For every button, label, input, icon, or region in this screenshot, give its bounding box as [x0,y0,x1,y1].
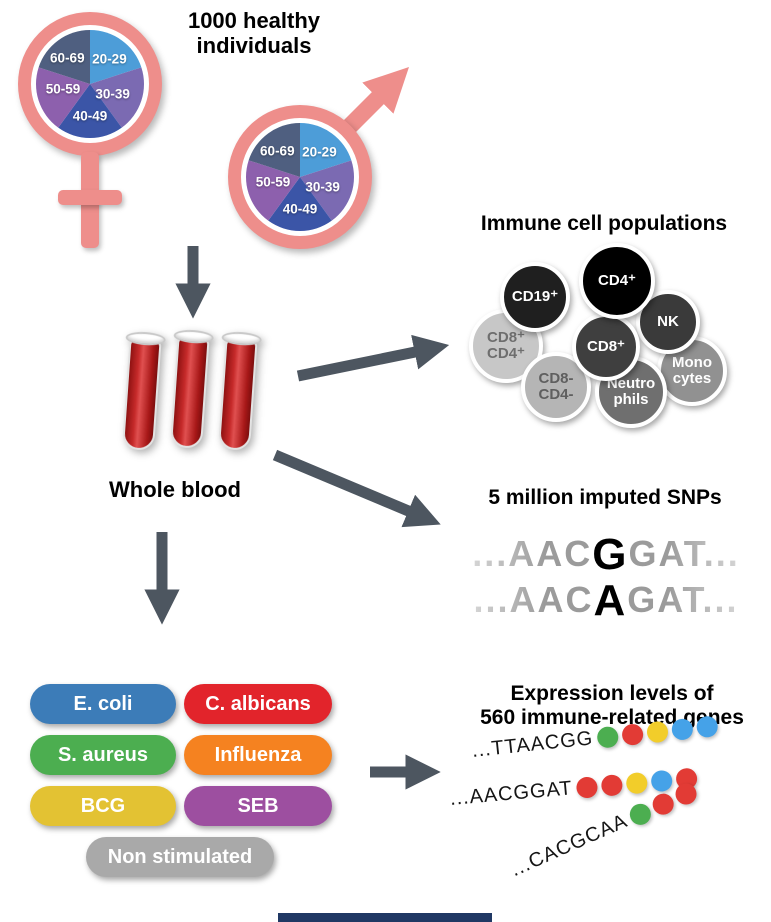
snp-variant-allele: G [592,530,629,579]
female-age-pie-chart [36,30,144,138]
snp-sequence-a: ...AACAGAT... [436,576,771,626]
stimulus-label: C. albicans [205,692,311,715]
snp-prefix: ...AAC [473,579,594,620]
cell-label: CD19⁺ [511,288,559,306]
stimulus-label: E. coli [73,692,133,715]
blood-tube [121,330,167,451]
age-label-60-69: 60-69 [260,143,295,159]
stimulus-bcg: BCG [30,786,176,826]
age-label-20-29: 20-29 [92,51,127,67]
stimulus-c-albicans: C. albicans [184,684,332,724]
snps-title: 5 million imputed SNPs [488,486,722,509]
cohort-title: 1000 healthy individuals [187,8,321,59]
stimulus-label: Non stimulated [107,845,253,868]
pie-slice-40-49 [58,84,122,138]
cell-label: CD8⁺ CD4⁺ [487,329,525,362]
blood-tube-body [121,337,162,451]
cell-cd8pos: CD8⁺ [572,313,640,381]
age-label-30-39: 30-39 [305,179,340,195]
age-label-40-49: 40-49 [282,201,318,217]
blood-tube-body [217,337,258,451]
bottom-crop-bar [278,913,492,922]
whole-blood-label: Whole blood [109,477,241,502]
expression-dot [645,720,669,744]
snp-suffix: GAT... [628,533,740,574]
cell-label: CD8- CD4- [538,370,574,403]
female-symbol: 20-29 30-39 40-49 50-59 60-69 [18,12,168,252]
gene-sequence: ...TTAACGG [470,727,595,762]
age-label-50-59: 50-59 [45,81,81,97]
male-age-pie: 20-29 30-39 40-49 50-59 60-69 [246,123,354,231]
expression-dot [670,717,694,741]
stimulus-influenza: Influenza [184,735,332,775]
cell-label: CD8⁺ [587,338,625,356]
snp-prefix: ...AAC [472,533,593,574]
stimulus-label: Influenza [214,743,302,766]
arrow-blood-to-cells [296,334,450,382]
expression-dot [625,771,649,795]
immune-populations-title: Immune cell populations [480,212,728,235]
age-label-20-29: 20-29 [302,144,337,160]
cell-cd4pos: CD4⁺ [579,243,655,319]
expression-dot [596,725,620,749]
pie-slice-30-39 [300,160,354,221]
age-label-40-49: 40-49 [72,108,108,124]
stimulus-non-stimulated: Non stimulated [86,837,274,877]
gene-sequence: ...AACGGAT [448,777,574,810]
female-age-pie: 20-29 30-39 40-49 50-59 60-69 [36,30,144,138]
expression-dot [626,800,654,829]
pie-slice-50-59 [246,160,300,221]
expression-title: Expression levels of 560 immune-related … [480,682,744,730]
arrow-blood-to-snps [272,449,441,528]
female-ring: 20-29 30-39 40-49 50-59 60-69 [18,12,162,156]
male-age-pie-chart [246,123,354,231]
snp-sequence-g: ...AACGGAT... [436,530,771,580]
snp-suffix: GAT... [627,579,739,620]
stimulus-e-coli: E. coli [30,684,176,724]
stimulus-label: SEB [237,794,279,817]
pie-slice-20-29 [300,123,352,177]
male-ring: 20-29 30-39 40-49 50-59 60-69 [228,105,372,249]
expression-dot [695,715,719,739]
age-label-50-59: 50-59 [255,174,291,190]
pie-slice-40-49 [268,177,332,231]
stimulus-label: S. aureus [57,743,149,766]
female-symbol-crossbar [58,190,122,205]
blood-tube [217,330,263,451]
expression-dot [575,776,599,799]
stimulus-seb: SEB [184,786,332,826]
pie-slice-50-59 [36,67,90,128]
blood-tube-body [169,335,210,449]
expression-dot [600,773,624,797]
gene-sequence: ...CACGCAA [507,809,631,882]
blood-tube [169,328,215,449]
male-symbol: 20-29 30-39 40-49 50-59 60-69 [228,105,378,255]
pie-slice-20-29 [90,30,142,84]
stimulus-label: BCG [80,794,126,817]
pie-slice-60-69 [248,123,300,177]
pie-slice-60-69 [38,30,90,84]
pie-slice-30-39 [90,67,144,128]
cell-label: NK [657,313,679,331]
snp-variant-allele: A [593,576,628,625]
age-label-30-39: 30-39 [95,86,130,102]
cell-label: CD4⁺ [598,272,636,290]
expression-dot [620,723,645,747]
cell-cd19pos: CD19⁺ [500,262,570,332]
cell-label: Neutro phils [606,375,656,408]
stimulus-s-aureus: S. aureus [30,735,176,775]
cell-label: Mono cytes [672,354,712,387]
expression-dot [648,790,677,819]
age-label-60-69: 60-69 [50,50,85,66]
